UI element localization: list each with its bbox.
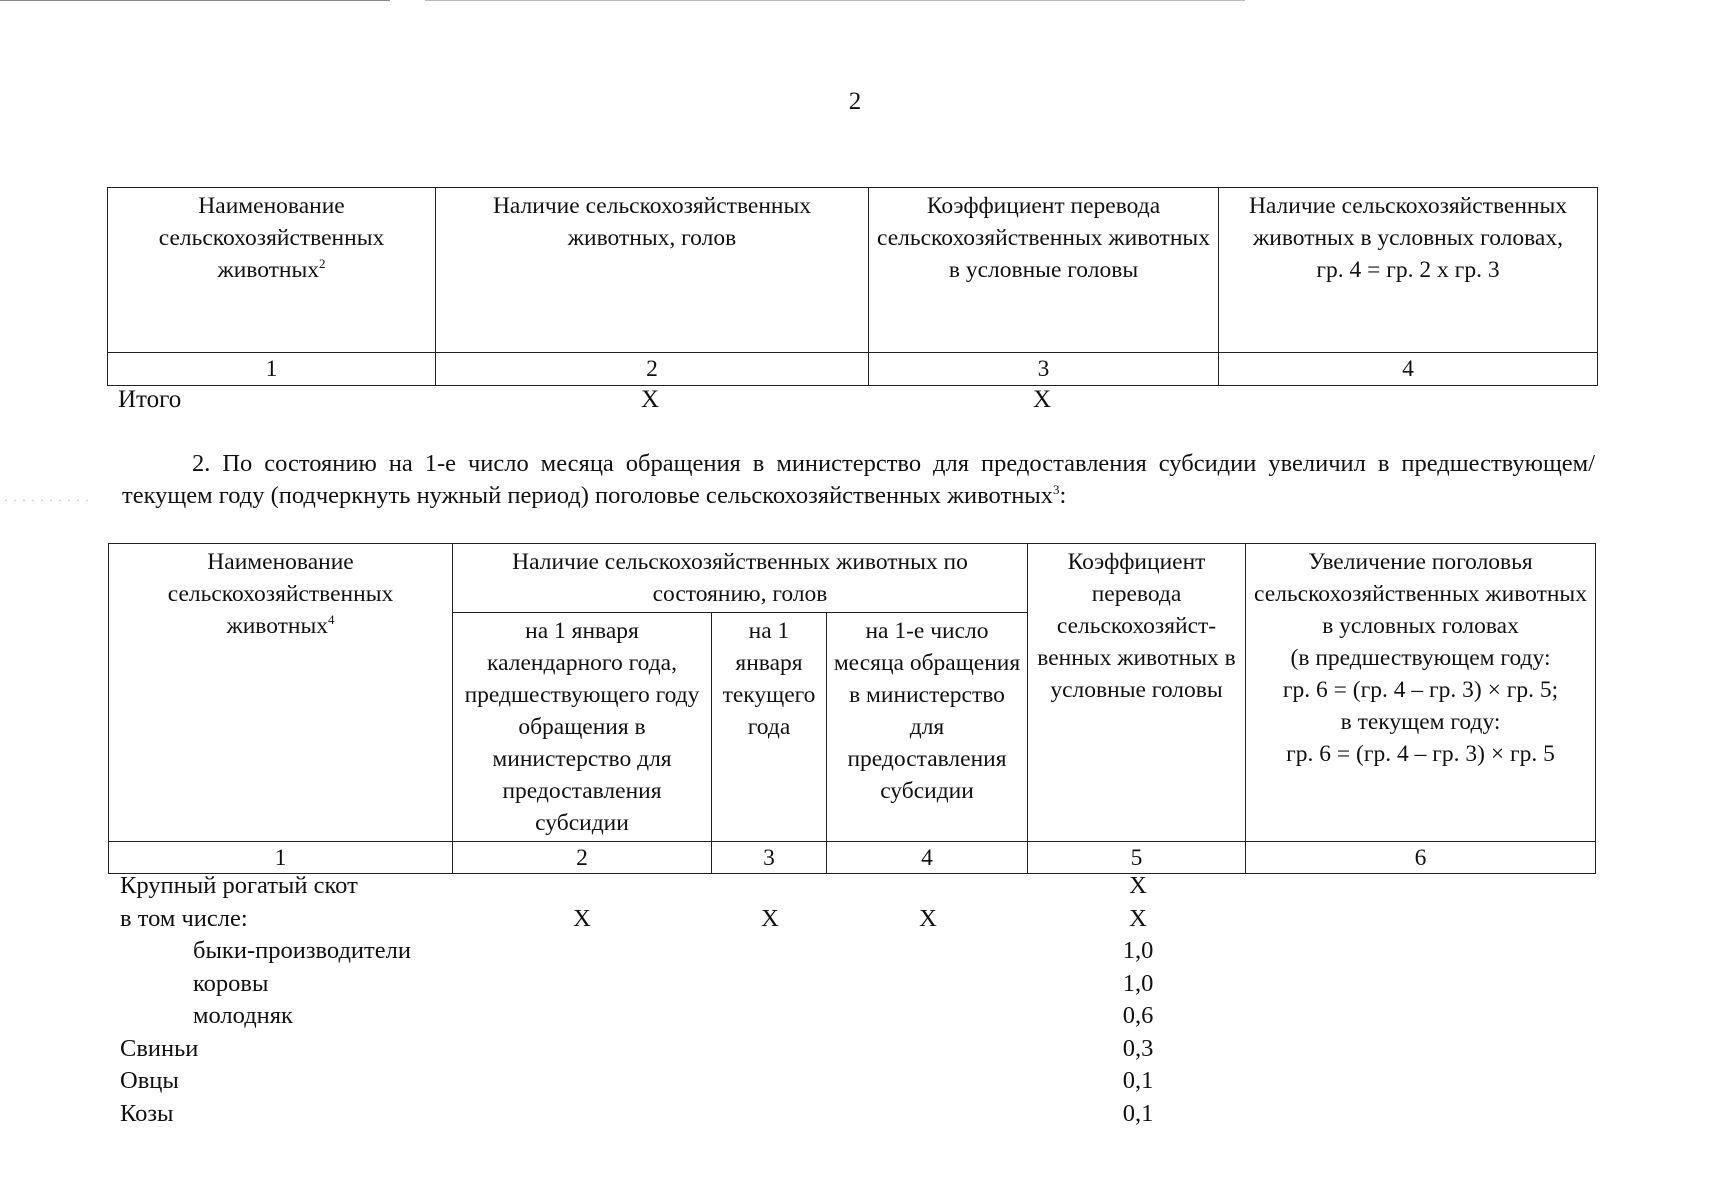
row-coef: 1,0 (1122, 969, 1154, 997)
row-col4: Х (919, 904, 937, 932)
t1-header-name-text: Наименование сельскохозяйственных животн… (158, 193, 385, 283)
t1-header-name: Наименование сельскохозяйственных животн… (107, 187, 436, 353)
t2-header-jan-cur: на 1 января текущего года (711, 612, 827, 842)
t2-header-coef: Коэффициент перевода сельскохозяйст-венн… (1027, 543, 1247, 842)
t2-colnum-6: 6 (1245, 841, 1597, 874)
t1-colnum-4: 4 (1218, 352, 1598, 386)
t2-footnote-4: 4 (328, 612, 335, 628)
t1-header-conv-formula: гр. 4 = гр. 2 х гр. 3 (1316, 257, 1500, 283)
table-row: Овцы 0,1 (0, 1067, 1710, 1099)
t2-colnum-5: 5 (1027, 841, 1247, 874)
t1-total-mark-3: Х (1033, 386, 1052, 413)
t2-header-name-text: Наименование сельскохозяйственных животн… (167, 549, 394, 639)
t2-header-increase-l4: в текущем году: (1340, 709, 1501, 735)
page-number: 2 (848, 88, 862, 115)
row-coef: 1,0 (1122, 937, 1154, 964)
row-coef: 0,1 (1122, 1099, 1154, 1127)
row-name: Свиньи (120, 1034, 199, 1062)
t1-header-conv: Наличие сельскохозяйственных животных в … (1218, 187, 1598, 353)
row-name: Крупный рогатый скот (120, 872, 358, 899)
t2-colnum-1: 1 (108, 841, 453, 874)
t1-colnum-1: 1 (107, 352, 436, 386)
paragraph-2: 2. По состоянию на 1-е число месяца обра… (122, 448, 1595, 512)
row-name: в том числе: (120, 904, 248, 932)
table-1: Наименование сельскохозяйственных животн… (107, 187, 1598, 386)
t2-colnum-3: 3 (711, 841, 827, 874)
t1-footnote-2: 2 (319, 256, 326, 272)
t2-header-name: Наименование сельскохозяйственных животн… (108, 543, 453, 842)
t1-colnum-3: 3 (868, 352, 1219, 386)
row-coef: 0,1 (1122, 1067, 1154, 1094)
t1-header-count: Наличие сельскохозяйственных животных, г… (435, 187, 869, 353)
t2-header-increase-l1: Увеличение поголовья сельскохозяйственны… (1254, 549, 1587, 639)
t1-total-label: Итого (118, 386, 182, 413)
t2-header-month: на 1-е число месяца обращения в министер… (825, 612, 1029, 842)
row-name: коровы (193, 969, 269, 997)
t2-colnum-2: 2 (452, 841, 712, 874)
row-coef: 0,6 (1122, 1002, 1154, 1029)
row-name: быки-производители (193, 937, 411, 964)
table-row: Козы 0,1 (0, 1100, 1710, 1132)
row-name: молодняк (193, 1002, 293, 1029)
row-coef: 0,3 (1122, 1034, 1154, 1062)
scan-edge-line (0, 0, 390, 1)
table-row: Крупный рогатый скот Х (0, 872, 1710, 904)
row-coef: Х (1129, 904, 1147, 932)
t2-header-increase-l3: гр. 6 = (гр. 4 – гр. 3) × гр. 5; (1282, 677, 1559, 703)
row-col3: Х (761, 904, 779, 932)
scan-margin-mark: · · · · · · · · · · (4, 493, 90, 507)
row-name: Овцы (120, 1067, 179, 1094)
table-row: коровы 1,0 (0, 970, 1710, 1002)
paragraph-end: : (1059, 482, 1067, 509)
t2-header-jan-prev: на 1 января календарного года, предшеств… (452, 612, 712, 842)
t1-colnum-2: 2 (435, 352, 869, 386)
scan-edge-line (425, 0, 1245, 1)
row-col2: Х (573, 904, 591, 932)
t2-header-increase-l5: гр. 6 = (гр. 4 – гр. 3) × гр. 5 (1286, 741, 1555, 767)
t2-header-increase-l2: (в предшествующем году: (1290, 645, 1551, 671)
t2-colnum-4: 4 (825, 841, 1029, 874)
t1-header-coef: Коэффициент перевода сельскохозяйственны… (868, 187, 1219, 353)
paragraph-text: 2. По состоянию на 1-е число месяца обра… (122, 450, 1595, 509)
t2-header-increase: Увеличение поголовья сельскохозяйственны… (1245, 543, 1597, 842)
row-name: Козы (120, 1099, 174, 1127)
table-row: быки-производители 1,0 (0, 937, 1710, 969)
t2-header-group: Наличие сельскохозяйственных животных по… (451, 543, 1029, 613)
table-row: Свиньи 0,3 (0, 1035, 1710, 1067)
table-row: в том числе: Х Х Х Х (0, 905, 1710, 937)
table-2: Наименование сельскохозяйственных животн… (108, 543, 1597, 874)
row-coef: Х (1129, 872, 1147, 899)
table-row: молодняк 0,6 (0, 1002, 1710, 1034)
paragraph-footnote: 3 (1053, 481, 1060, 497)
t1-total-mark-2: Х (641, 386, 660, 413)
t1-header-conv-text: Наличие сельскохозяйственных животных в … (1248, 193, 1568, 251)
